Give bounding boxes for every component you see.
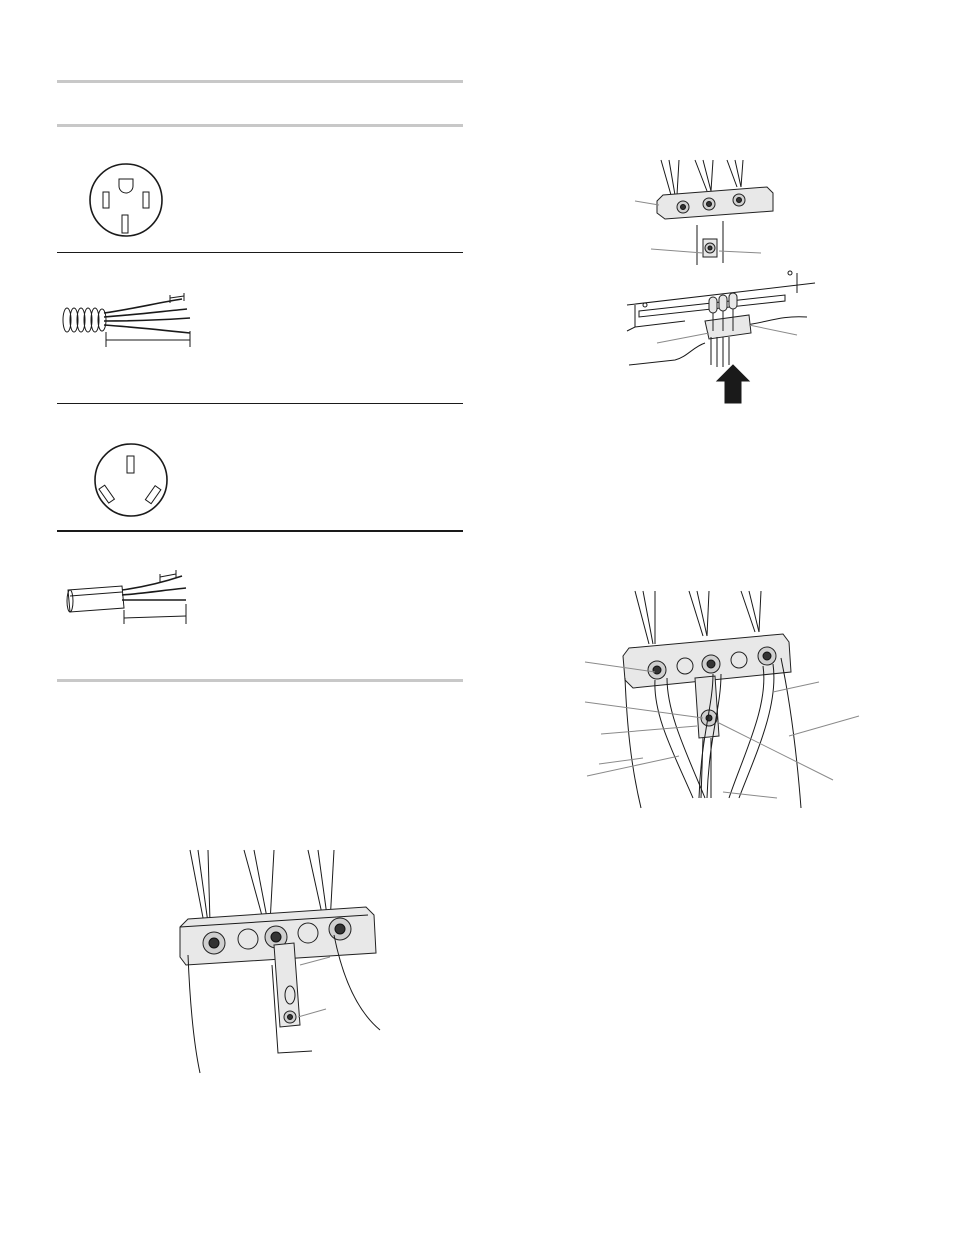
stripped-3-wire-cable-icon	[66, 570, 187, 624]
terminal-block-with-ground-strap-icon	[179, 849, 381, 1074]
strain-relief-insertion-icon	[626, 159, 816, 404]
terminal-block-strap-figure	[170, 845, 385, 1080]
terminal-block-4-wire-figure	[583, 586, 863, 816]
table-divider-3	[57, 530, 463, 532]
section-rule-2	[57, 124, 463, 127]
cord-3-wire-figure	[64, 562, 194, 626]
stripped-4-wire-cable-icon	[62, 293, 191, 347]
table-divider-1	[57, 252, 463, 253]
table-divider-2	[57, 403, 463, 404]
receptacle-4-slot-figure	[88, 162, 168, 242]
section-rule-3	[57, 679, 463, 682]
insert-arrow-icon	[715, 364, 751, 404]
section-rule-top	[57, 80, 463, 83]
cord-4-wire-figure	[62, 287, 202, 349]
strain-relief-figure	[625, 155, 816, 405]
4-slot-receptacle-icon	[89, 163, 163, 237]
receptacle-3-slot-figure	[93, 442, 173, 522]
terminal-block-4-wire-connection-icon	[584, 590, 860, 809]
3-slot-receptacle-icon	[94, 443, 168, 517]
